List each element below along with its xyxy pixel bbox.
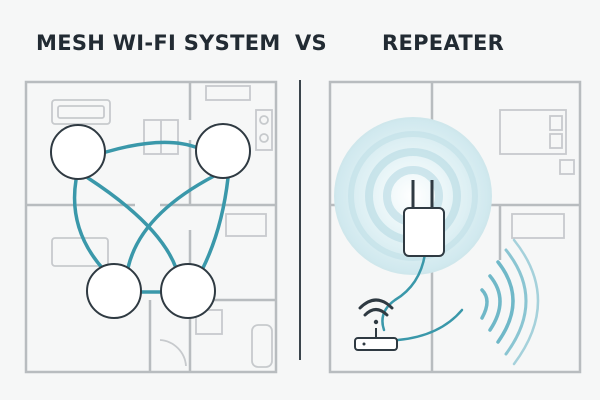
mesh-link: [86, 176, 178, 270]
wave-arc: [512, 238, 540, 366]
mesh-system-title: MESH WI-FI SYSTEM: [36, 31, 281, 55]
wifi-dot: [373, 319, 379, 325]
vs-label: VS: [295, 31, 327, 55]
kitchen-counter: [205, 85, 251, 101]
cabinet: [225, 213, 267, 237]
router-body: [354, 337, 398, 351]
router-cable: [396, 308, 464, 342]
bed: [499, 109, 567, 155]
signal-ring: [348, 131, 478, 261]
mesh-node-icon: [195, 123, 251, 179]
burner: [259, 115, 269, 125]
sofa: [51, 99, 111, 125]
mesh-node-icon: [86, 263, 142, 319]
wifi-arc: [363, 308, 389, 317]
repeater-icon: [403, 180, 445, 257]
pillow: [549, 133, 563, 149]
wifi-arc: [358, 298, 394, 310]
signal-ring: [334, 117, 492, 275]
mesh-node-icon: [50, 124, 106, 180]
door-swing: [159, 339, 187, 367]
sofa-cushion: [57, 105, 105, 119]
mesh-link: [126, 174, 216, 270]
mesh-floor-plan: [24, 80, 278, 374]
mesh-link: [200, 176, 230, 272]
burner: [259, 133, 269, 143]
nightstand: [559, 159, 575, 175]
router-icon: [354, 328, 398, 351]
mesh-furniture: [51, 85, 273, 368]
router-light: [362, 342, 366, 346]
repeater-cable: [381, 252, 427, 332]
mesh-node-icon: [160, 263, 216, 319]
pillow: [549, 115, 563, 131]
mesh-nodes: [50, 123, 251, 319]
repeater-furniture: [499, 109, 575, 239]
mesh-link: [72, 178, 106, 272]
wave-arc: [480, 288, 489, 320]
repeater-body: [403, 207, 445, 257]
couch: [51, 237, 109, 267]
mesh-link: [104, 140, 200, 154]
wave-arc: [504, 248, 528, 356]
repeater-title: REPEATER: [382, 31, 505, 55]
mesh-links: [72, 140, 230, 294]
closet: [195, 309, 223, 335]
connection-cables: [381, 252, 464, 342]
desk: [511, 213, 565, 239]
wifi-icon: [358, 298, 394, 325]
stove: [255, 109, 273, 151]
wireless-waves-icon: [480, 238, 540, 366]
wave-arc: [488, 274, 502, 332]
wave-arc: [496, 260, 515, 344]
outer-wall: [24, 80, 278, 374]
outer-wall: [328, 80, 582, 374]
bathtub: [251, 324, 273, 368]
